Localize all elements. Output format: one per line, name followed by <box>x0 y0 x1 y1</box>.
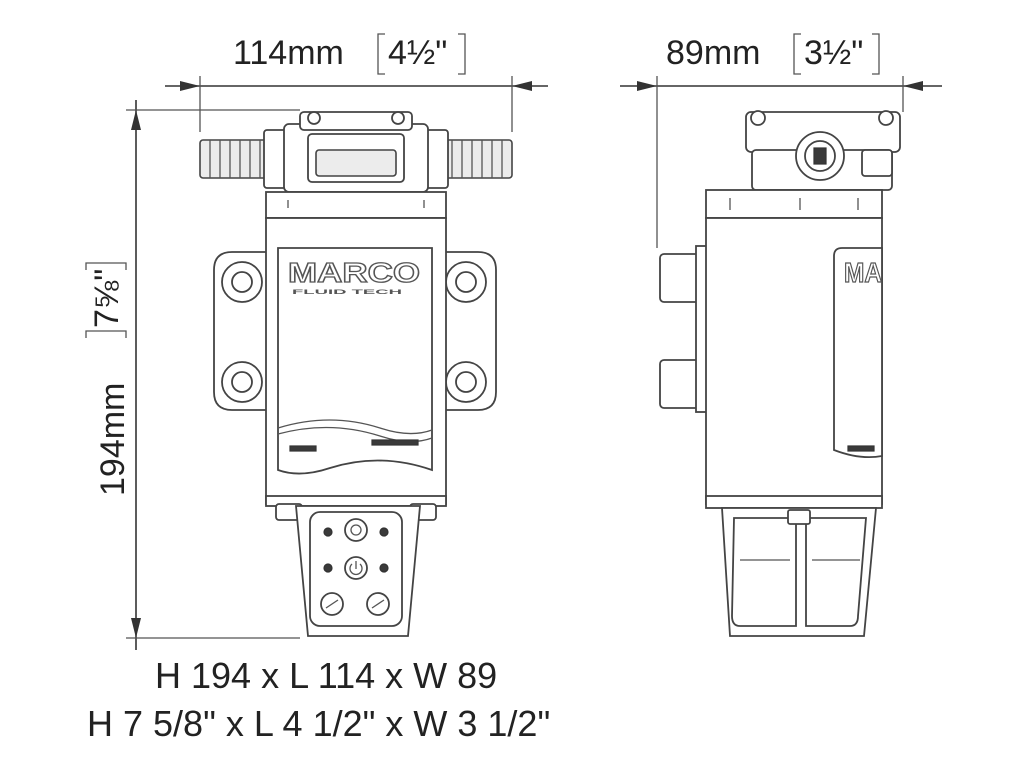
dimension-width-front: 114mm 4½" <box>165 33 548 132</box>
width-front-inch: 4½" <box>388 34 447 72</box>
caption-imperial: H 7 5/8" x L 4 1/2" x W 3 1/2" <box>87 703 550 744</box>
width-front-mm: 114mm <box>233 34 344 72</box>
hose-barb-right <box>443 139 513 179</box>
height-mm: 194mm <box>94 383 132 496</box>
mode-button-icon <box>344 518 368 542</box>
mounting-bracket-right <box>443 251 497 411</box>
height-inch: 7⅝" <box>88 269 126 328</box>
hose-barb-left <box>199 139 269 179</box>
mounting-bracket-left <box>213 251 269 411</box>
logo-brand: MARCO <box>288 257 420 288</box>
pump-front-view: MARCO FLUID TECH <box>199 111 513 637</box>
logo-brand-side: MA <box>844 257 882 288</box>
control-panel <box>275 503 437 637</box>
dimension-width-side: 89mm 3½" <box>620 33 942 248</box>
logo-sub: FLUID TECH <box>292 290 402 296</box>
caption-metric: H 194 x L 114 x W 89 <box>155 655 497 696</box>
width-side-inch: 3½" <box>804 34 863 72</box>
pump-side-view: MA <box>659 110 901 637</box>
width-side-mm: 89mm <box>666 34 760 72</box>
dimension-height: 194mm 7⅝" <box>85 100 300 650</box>
